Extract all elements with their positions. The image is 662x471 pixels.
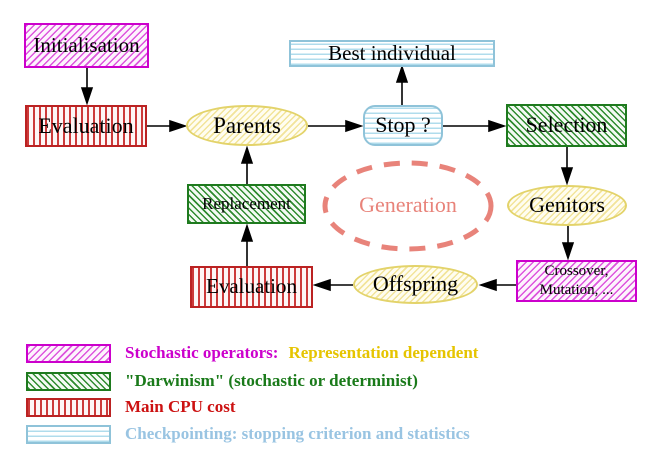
node-offspring: Offspring [353, 265, 478, 304]
node-crossover-mutation: Crossover, Mutation, ... [516, 260, 637, 302]
node-parents: Parents [186, 105, 308, 146]
legend-text-stochastic-operators: Stochastic operators: [125, 343, 279, 362]
legend-swatch-green-hatch [26, 371, 111, 391]
node-evaluation-bottom: Evaluation [190, 266, 313, 308]
legend-label-checkpointing: Checkpointing: stopping criterion and st… [125, 424, 470, 444]
arrow-selection-to-genitors [560, 147, 574, 186]
node-evaluation-top: Evaluation [25, 105, 147, 147]
node-initialisation: Initialisation [24, 23, 149, 68]
node-offspring-label: Offspring [372, 271, 459, 297]
node-genitors: Genitors [507, 185, 627, 226]
arrow-offspring-to-evaluation [312, 278, 353, 292]
crossover-line2: Mutation, ... [539, 282, 614, 298]
arrow-evaluation-to-replacement [240, 223, 254, 266]
node-selection-label: Selection [525, 112, 608, 138]
node-selection: Selection [506, 104, 627, 147]
legend-swatch-red-stripes [26, 397, 111, 417]
arrow-replacement-to-parents [240, 145, 254, 184]
node-parents-label: Parents [213, 112, 281, 138]
legend-row-main-cpu-cost: Main CPU cost [26, 397, 235, 417]
node-replacement: Replacement [187, 184, 306, 224]
node-crossover-mutation-label: Crossover, Mutation, ... [540, 262, 614, 300]
crossover-line1: Crossover, [544, 263, 609, 280]
legend-row-checkpointing: Checkpointing: stopping criterion and st… [26, 424, 470, 444]
node-replacement-label: Replacement [202, 193, 291, 213]
arrow-parents-to-stop [308, 119, 364, 133]
node-best-individual-label: Best individual [328, 40, 456, 65]
legend-swatch-cyan-stripes [26, 424, 111, 444]
node-best-individual: Best individual [289, 40, 495, 67]
legend-swatch-magenta-hatch [26, 343, 111, 363]
legend-text-representation-dependent: Representation dependent [288, 343, 479, 362]
node-initialisation-label: Initialisation [33, 32, 140, 57]
node-genitors-label: Genitors [529, 192, 605, 218]
legend-text-main-cpu-cost: Main CPU cost [125, 397, 236, 416]
legend-label-stochastic-operators: Stochastic operators: Representation depe… [125, 343, 478, 363]
legend-row-stochastic-operators: Stochastic operators: Representation depe… [26, 343, 478, 363]
generation-label: Generation [359, 192, 457, 217]
arrow-evaluation-to-parents [147, 119, 188, 133]
arrow-genitors-to-crossover [561, 226, 575, 261]
legend-text-checkpointing: Checkpointing: stopping criterion and st… [125, 424, 470, 443]
arrow-stop-to-selection [443, 119, 507, 133]
node-evaluation-top-label: Evaluation [38, 112, 134, 138]
legend-text-darwinism: "Darwinism" (stochastic or determinist) [125, 371, 418, 390]
legend-row-darwinism: "Darwinism" (stochastic or determinist) [26, 371, 418, 391]
arrow-crossover-to-offspring [478, 278, 516, 292]
node-stop-label: Stop ? [375, 112, 431, 138]
node-evaluation-bottom-label: Evaluation [206, 274, 297, 299]
legend-label-main-cpu-cost: Main CPU cost [125, 397, 235, 417]
arrow-initialisation-to-evaluation [80, 68, 94, 106]
node-stop: Stop ? [363, 105, 443, 146]
arrow-stop-to-best-individual [395, 64, 409, 105]
legend-label-darwinism: "Darwinism" (stochastic or determinist) [125, 371, 418, 391]
